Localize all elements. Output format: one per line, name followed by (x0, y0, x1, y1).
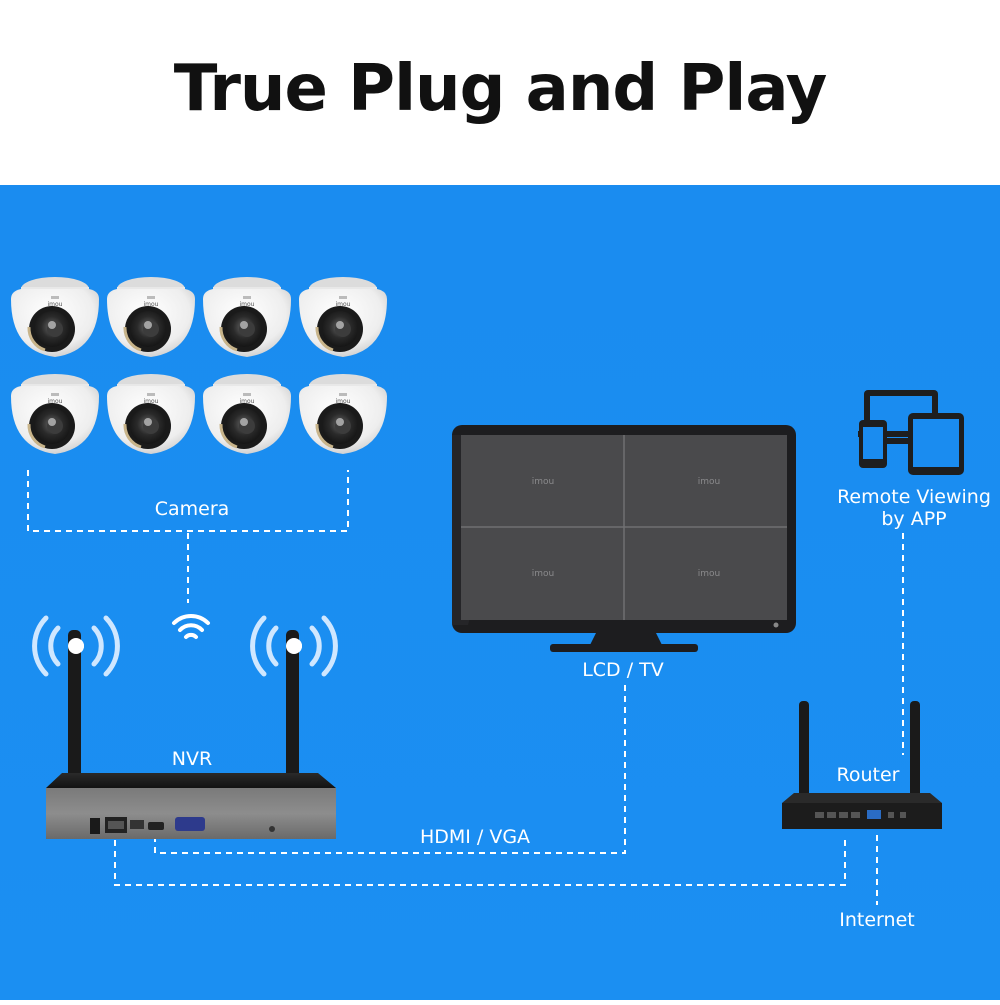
page-title: True Plug and Play (173, 52, 828, 126)
remote-viewing-line2: by APP (881, 508, 947, 530)
hdmi-vga-label: HDMI / VGA (419, 826, 531, 848)
camera-label: Camera (154, 498, 230, 520)
diagram-panel: imou (0, 185, 1000, 1000)
internet-label: Internet (839, 909, 915, 931)
monitor-tile-1-logo: imou (532, 477, 554, 487)
nvr-antenna-right (286, 630, 299, 820)
monitor-tile-2-logo: imou (698, 477, 720, 487)
router-antenna-left (799, 701, 809, 801)
wifi-icon (172, 613, 210, 639)
nvr-antenna-left (68, 630, 81, 820)
connection-lines (27, 470, 904, 905)
monitor-tile-3-logo: imou (532, 569, 554, 579)
connection-diagram: imou (0, 185, 1000, 1000)
nvr-device (46, 630, 336, 839)
network-line (114, 835, 846, 886)
remote-viewing-line1: Remote Viewing (837, 486, 991, 508)
router-antenna-right (910, 701, 920, 801)
header: True Plug and Play (0, 0, 1000, 185)
remote-viewing-label: Remote Viewing by APP (826, 486, 1000, 530)
router-device (782, 701, 942, 829)
monitor-tile-4-logo: imou (698, 569, 720, 579)
devices-icon (858, 390, 964, 475)
lcd-monitor: imou imou imou imou (452, 425, 796, 652)
nvr-label: NVR (171, 748, 213, 770)
router-label: Router (836, 764, 900, 786)
camera-bracket-line (27, 470, 349, 532)
lcd-tv-label: LCD / TV (582, 659, 664, 681)
